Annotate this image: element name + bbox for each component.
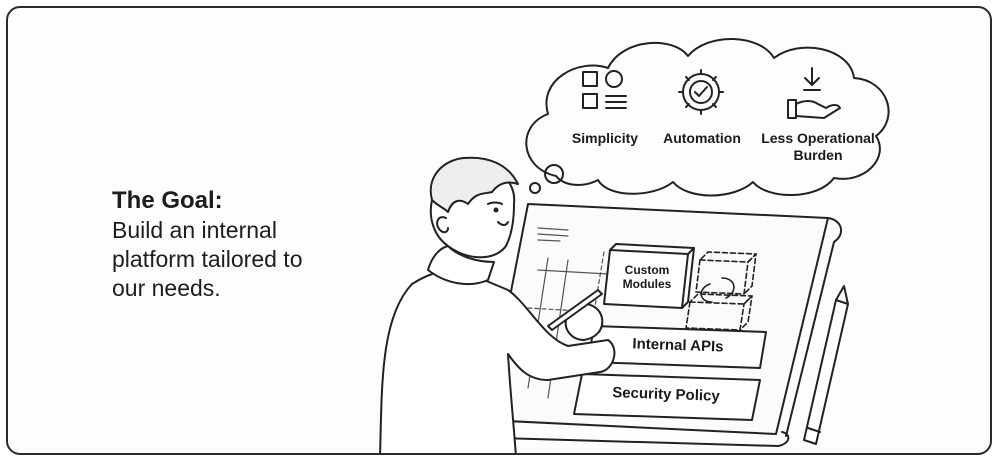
goal-text: Build an internal platform tailored to o… — [112, 217, 303, 301]
thought-bubble-large — [544, 164, 564, 184]
illustration-card: The Goal: Build an internal platform tai… — [6, 6, 992, 455]
less-burden-label: Less Operational Burden — [761, 130, 875, 163]
simplicity-label: Simplicity — [571, 130, 639, 146]
shapes-icon — [582, 70, 627, 109]
thought-bubble-small — [529, 182, 541, 194]
thought-cloud — [525, 38, 890, 197]
dashed-modules — [685, 251, 757, 331]
stylus-icon — [547, 289, 603, 331]
goal-section: The Goal: Build an internal platform tai… — [112, 186, 342, 303]
person-figure — [379, 156, 616, 453]
goal-title: The Goal: — [112, 187, 223, 214]
pencil-icon — [803, 299, 849, 445]
automation-label: Automation — [663, 130, 741, 146]
custom-modules-label: Custom Modules — [622, 263, 672, 291]
gear-check-icon — [678, 69, 724, 115]
security-policy-box — [573, 373, 761, 421]
hand-arrow-icon — [787, 67, 841, 119]
illustration-artwork — [379, 38, 890, 453]
